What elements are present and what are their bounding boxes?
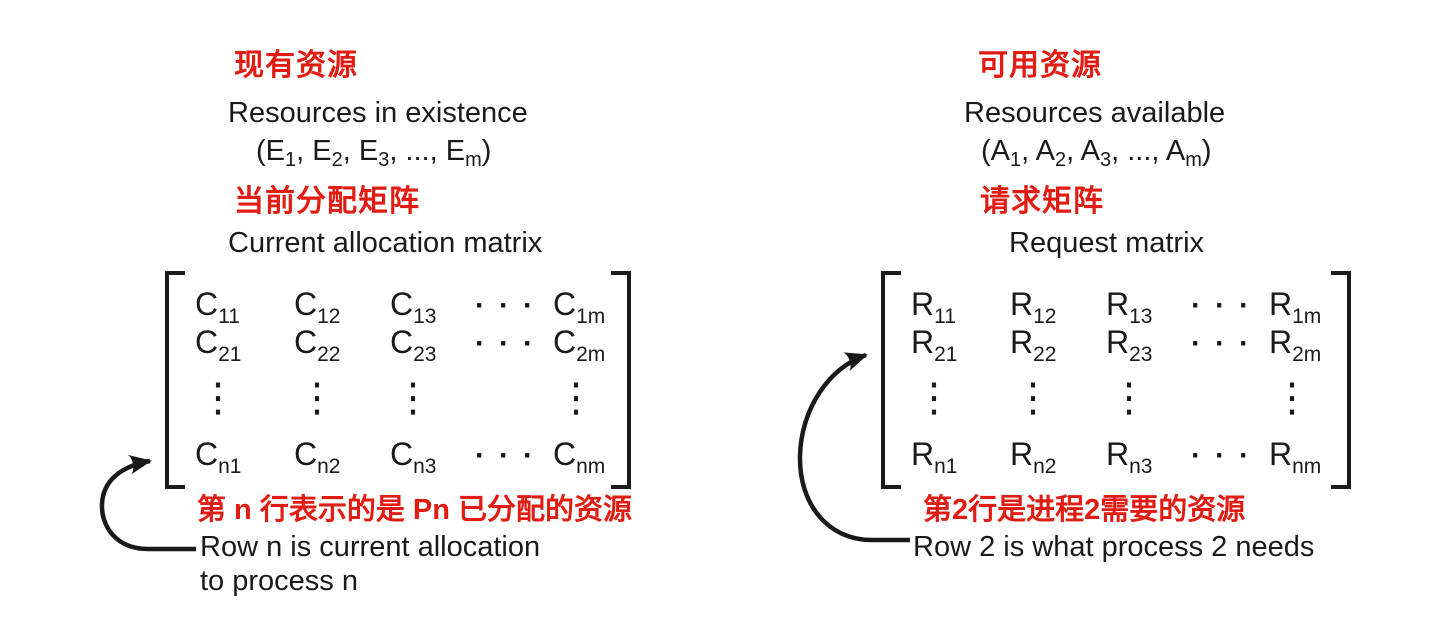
left-annotation-en-line1: Row n is current allocation (200, 531, 541, 563)
matrix-cell: C13 (390, 286, 437, 328)
matrix-cell: Rn3 (1106, 436, 1153, 478)
vector-text: ) (481, 135, 492, 167)
request-matrix: R11 R12 R13 ··· R1m R21 R22 R23 ··· R2m … (881, 268, 1351, 492)
matrix-cell: Rnm (1269, 436, 1322, 478)
matrix-cell: R2m (1269, 324, 1322, 366)
horizontal-ellipsis: ··· (1191, 289, 1263, 322)
vertical-ellipsis: ⋮ (393, 376, 433, 420)
horizontal-ellipsis: ··· (475, 439, 547, 472)
vector-sub: 1 (1010, 149, 1022, 171)
matrix-cell: R21 (911, 324, 958, 366)
matrix-cell: C2m (553, 324, 606, 366)
matrix-cell: Cn1 (195, 436, 242, 478)
vertical-ellipsis: ⋮ (297, 376, 337, 420)
vertical-ellipsis: ⋮ (1013, 376, 1053, 420)
vector-sub: m (1185, 149, 1202, 171)
left-cn-matrix-title: 当前分配矩阵 (234, 185, 420, 218)
matrix-cell: C23 (390, 324, 437, 366)
vertical-ellipsis: ⋮ (914, 376, 954, 420)
vector-text: , ..., E (389, 135, 466, 167)
horizontal-ellipsis: ··· (1191, 439, 1263, 472)
matrix-cell: R23 (1106, 324, 1153, 366)
matrix-right-bracket (1331, 271, 1351, 489)
matrix-cell: Cn3 (390, 436, 437, 478)
matrix-cell: Rn2 (1010, 436, 1057, 478)
vector-text: ) (1201, 135, 1212, 167)
horizontal-ellipsis: ··· (475, 327, 547, 360)
empty-cell (475, 364, 521, 438)
matrix-cell: R22 (1010, 324, 1057, 366)
right-annotation-en: Row 2 is what process 2 needs (913, 531, 1315, 563)
vertical-ellipsis: ⋮ (1109, 376, 1149, 420)
matrix-grid: R11 R12 R13 ··· R1m R21 R22 R23 ··· R2m … (881, 268, 1351, 492)
matrix-cell: C11 (195, 286, 240, 328)
matrix-cell: R1m (1269, 286, 1322, 328)
vector-text: , E (342, 135, 379, 167)
matrix-cell: C22 (294, 324, 341, 366)
right-cn-matrix-title: 请求矩阵 (980, 185, 1104, 218)
vertical-ellipsis: ⋮ (556, 376, 596, 420)
matrix-right-bracket (611, 271, 631, 489)
matrix-cell: R11 (911, 286, 956, 328)
vector-sub: 3 (1099, 149, 1112, 171)
vertical-ellipsis: ⋮ (198, 376, 238, 420)
right-en-matrix-title: Request matrix (1009, 227, 1205, 259)
right-resource-vector: (A1, A2, A3, ..., Am) (981, 135, 1212, 171)
matrix-grid: C11 C12 C13 ··· C1m C21 C22 C23 ··· C2m … (165, 268, 631, 492)
vector-sub: 2 (331, 149, 343, 171)
matrix-cell: R13 (1106, 286, 1153, 328)
vector-sub: 2 (1054, 149, 1067, 171)
left-en-matrix-title: Current allocation matrix (228, 227, 543, 259)
matrix-cell: C1m (553, 286, 606, 328)
horizontal-ellipsis: ··· (475, 289, 547, 322)
vector-sub: m (465, 149, 482, 171)
matrix-cell: R12 (1010, 286, 1057, 328)
vector-sub: 1 (285, 149, 297, 171)
vector-text: (E (256, 135, 285, 167)
right-cn-resources-title: 可用资源 (978, 49, 1102, 82)
matrix-cell: C12 (294, 286, 341, 328)
matrix-cell: Cn2 (294, 436, 341, 478)
matrix-cell: Rn1 (911, 436, 958, 478)
left-en-resources-title: Resources in existence (228, 97, 528, 129)
vector-text: (A (981, 135, 1010, 167)
vector-text: , A (1021, 135, 1055, 167)
vector-sub: 3 (378, 149, 390, 171)
vertical-ellipsis: ⋮ (1272, 376, 1312, 420)
vector-text: , ..., A (1111, 135, 1186, 167)
vector-text: , E (296, 135, 332, 167)
right-en-resources-title: Resources available (964, 97, 1226, 129)
horizontal-ellipsis: ··· (1191, 327, 1263, 360)
left-resource-vector: (E1, E2, E3, ..., Em) (256, 135, 492, 171)
left-cn-resources-title: 现有资源 (234, 49, 358, 82)
left-annotation-cn: 第 n 行表示的是 Pn 已分配的资源 (197, 494, 633, 526)
matrix-cell: C21 (195, 324, 242, 366)
current-allocation-matrix: C11 C12 C13 ··· C1m C21 C22 C23 ··· C2m … (165, 268, 631, 492)
vector-text: , A (1066, 135, 1100, 167)
empty-cell (1191, 364, 1237, 438)
right-annotation-cn: 第2行是进程2需要的资源 (923, 494, 1246, 526)
left-annotation-en-line2: to process n (200, 565, 358, 597)
matrix-cell: Cnm (553, 436, 606, 478)
